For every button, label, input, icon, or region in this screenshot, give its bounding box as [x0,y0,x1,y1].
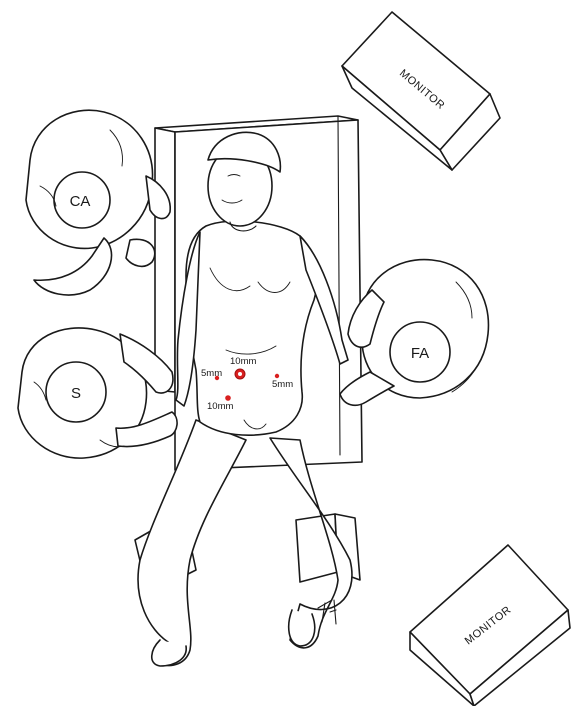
staff-first-assistant: FA [340,260,488,406]
port-lower-label: 10mm [207,401,233,412]
staff-surgeon: S [18,328,177,458]
monitor-bottom: MONITOR [410,545,570,706]
port-umbilical-label: 10mm [230,356,256,367]
staff-ca-label: CA [70,193,91,210]
staff-camera-assistant: CA [26,110,170,295]
port-right-label: 5mm [272,379,293,390]
staff-s-label: S [71,385,81,402]
port-left-5mm: 5mm [201,368,222,380]
port-lower-marker [225,395,231,401]
staff-fa-label: FA [411,345,429,362]
port-left-label: 5mm [201,368,222,379]
port-right-marker [275,374,279,378]
monitor-top: MONITOR [342,12,500,170]
